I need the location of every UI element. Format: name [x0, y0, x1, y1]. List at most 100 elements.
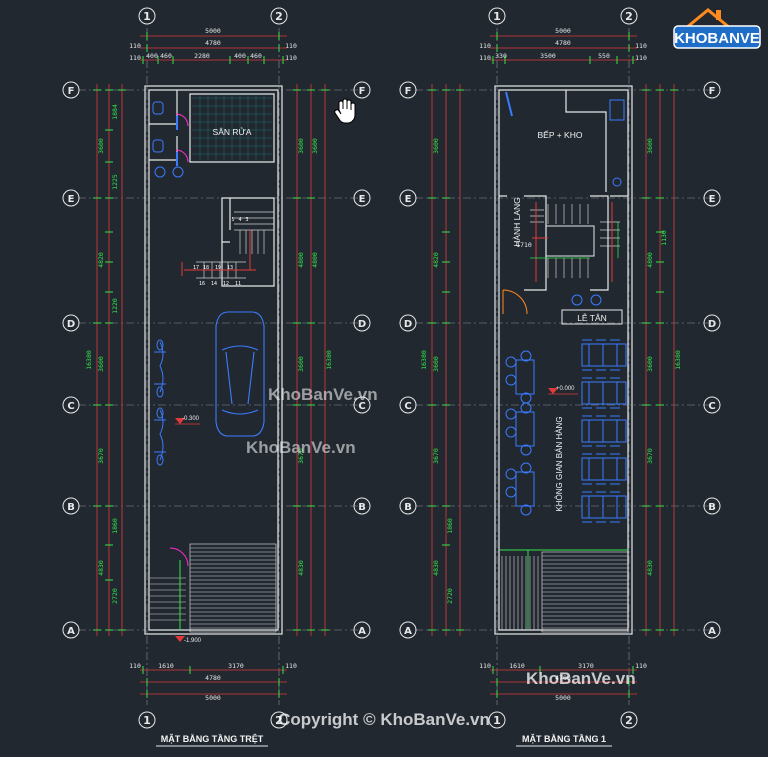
row-label-B: B — [404, 502, 412, 513]
top-dimension-texts-right: 5000 4780 110 110 110 330 3500 550 110 — [479, 27, 647, 62]
row-label-E: E — [359, 194, 366, 205]
dim-vert: 4800 — [646, 252, 654, 268]
row-label-F: F — [359, 86, 366, 97]
row-label-A: A — [404, 626, 412, 637]
dim-part: 3170 — [228, 662, 244, 670]
dim-vert: 3600 — [297, 356, 305, 372]
dim-vert: 2720 — [446, 588, 454, 604]
car-icon — [215, 311, 265, 437]
stair-width-dim: 1710 — [516, 241, 532, 249]
dim-overall-top: 5000 — [205, 27, 221, 35]
side-dimension-texts-left: 1884 3600 1225 4820 1220 3600 1860 3670 … — [85, 104, 333, 604]
dining-tables-right-column — [581, 339, 627, 523]
dim-vert-overall: 16380 — [85, 350, 93, 370]
dim-part: 3170 — [578, 662, 594, 670]
col-label-right-2-bottom: 2 — [625, 714, 633, 727]
row-bubbles — [62, 81, 721, 639]
dim-vert: 4830 — [432, 560, 440, 576]
stair-step-numbers: 4 3 5 17 18 19 13 16 14 12 11 — [193, 217, 249, 287]
stair-step-number: 18 — [203, 265, 209, 271]
dim-vert: 3670 — [646, 448, 654, 464]
dim-vert: 4820 — [432, 252, 440, 268]
level-text: -1.900 — [184, 638, 202, 644]
col-label-left-2-bottom: 2 — [275, 714, 283, 727]
dim-part: 400 — [146, 52, 158, 60]
room-label-le-tan: LỄ TÂN — [577, 312, 607, 323]
dim-part: 550 — [598, 52, 610, 60]
dim-vert: 3600 — [297, 138, 305, 154]
dim-vert: 1884 — [111, 104, 119, 120]
plan-title-first-floor: MẶT BẰNG TẦNG 1 — [522, 734, 606, 744]
reception-desk — [561, 294, 623, 325]
right-plan-entrance-stair — [501, 551, 629, 633]
watermark: KhoBanVe.vn — [268, 385, 378, 404]
dim-vert: 3600 — [97, 138, 105, 154]
dim-part: 110 — [479, 662, 491, 670]
dim-part: 460 — [160, 52, 172, 60]
dim-part: 110 — [635, 54, 647, 62]
room-label-bep-kho: BẾP + KHO — [538, 130, 583, 140]
row-label-D: D — [708, 319, 716, 330]
dim-overall-bottom: 5000 — [205, 694, 221, 702]
dim-part: 2280 — [194, 52, 210, 60]
dim-edge: 110 — [635, 42, 647, 50]
col-label-left-1-bottom: 1 — [143, 714, 151, 727]
dim-vert: 4830 — [297, 560, 305, 576]
row-label-E: E — [405, 194, 412, 205]
bottom-dimension-texts: 110 1610 3170 110 4780 5000 110 1610 317… — [129, 662, 647, 702]
col-label-left-1: 1 — [143, 10, 151, 23]
dim-vert: 4800 — [311, 252, 319, 268]
col-label-right-1: 1 — [493, 10, 501, 23]
side-dimension-texts-right: 3600 4820 3600 3670 4830 1860 2720 16380… — [420, 138, 682, 604]
col-label-left-2: 2 — [275, 10, 283, 23]
dim-overall-top: 5000 — [555, 27, 571, 35]
dim-inner-top: 4780 — [555, 39, 571, 47]
row-label-D: D — [67, 319, 75, 330]
green-rail-right — [500, 549, 628, 630]
watermark: KhoBanVe.vn — [526, 669, 636, 688]
row-bubble-labels: F F F F E E E E D D D D C C C C B B B B … — [67, 86, 716, 637]
col-label-right-2: 2 — [625, 10, 633, 23]
dimension-lines — [96, 35, 675, 695]
dim-vert-overall: 16380 — [674, 350, 682, 370]
dim-inner-bottom: 4780 — [555, 674, 571, 682]
grid-axis-lines-vertical — [146, 28, 630, 705]
dim-inner-bottom: 4780 — [205, 674, 221, 682]
dim-vert: 3600 — [311, 138, 319, 154]
right-door-swing — [502, 289, 528, 315]
grid-bubble-labels-columns: 1 2 1 2 1 2 1 2 — [143, 10, 633, 727]
dim-part: 3500 — [540, 52, 556, 60]
dim-part: 400 — [234, 52, 246, 60]
dim-part: 110 — [285, 662, 297, 670]
top-dimension-texts-left: 5000 4780 110 110 110 400 460 2280 400 4… — [129, 27, 297, 62]
row-label-D: D — [358, 319, 366, 330]
dim-vert: 3600 — [97, 356, 105, 372]
dim-vert-overall: 16380 — [325, 350, 333, 370]
dimension-ticks — [93, 32, 678, 698]
dim-part: 110 — [285, 54, 297, 62]
right-stair-red — [532, 202, 613, 282]
dim-vert: 1225 — [111, 174, 119, 190]
stair-step-number: 16 — [199, 281, 205, 287]
dim-vert: 4830 — [97, 560, 105, 576]
dim-vert-overall: 16380 — [420, 350, 428, 370]
plan-title-ground-floor: MẶT BẰNG TẦNG TRỆT — [161, 733, 264, 744]
dim-part: 110 — [129, 662, 141, 670]
dim-part: 1610 — [509, 662, 525, 670]
dim-part: 110 — [635, 662, 647, 670]
row-label-C: C — [358, 401, 365, 412]
dim-overall-bottom: 5000 — [555, 694, 571, 702]
stair-red-markers — [181, 230, 256, 276]
row-label-D: D — [404, 319, 412, 330]
row-label-E: E — [709, 194, 716, 205]
dim-vert: 4800 — [297, 252, 305, 268]
row-label-F: F — [68, 86, 75, 97]
row-label-A: A — [708, 626, 716, 637]
right-plan-stair — [530, 204, 620, 278]
row-label-C: C — [67, 401, 74, 412]
logo-text: KHOBANVE — [674, 30, 760, 47]
row-label-C: C — [404, 401, 411, 412]
level-marker-right: +0.000 — [548, 386, 578, 395]
dim-vert: 1860 — [446, 518, 454, 534]
